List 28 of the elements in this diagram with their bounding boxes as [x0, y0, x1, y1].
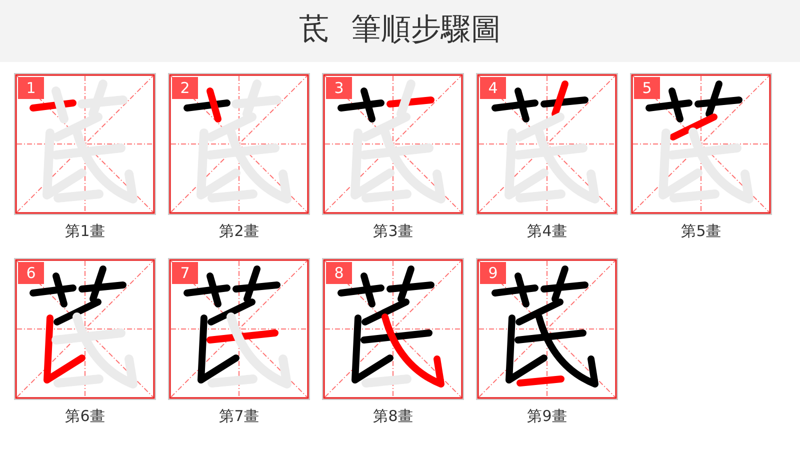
step-caption: 第7畫 — [219, 407, 259, 425]
stroke-panel — [14, 73, 156, 215]
step-caption: 第2畫 — [219, 222, 259, 240]
step-number: 4 — [480, 77, 506, 99]
step-caption: 第1畫 — [65, 222, 105, 240]
stroke-panel — [322, 73, 464, 215]
step-caption: 第5畫 — [681, 222, 721, 240]
step-number: 2 — [172, 77, 198, 99]
step-number: 8 — [326, 262, 352, 284]
stroke-panel — [168, 258, 310, 400]
step-caption: 第9畫 — [527, 407, 567, 425]
step-caption: 第8畫 — [373, 407, 413, 425]
step-number: 9 — [480, 262, 506, 284]
step-caption: 第3畫 — [373, 222, 413, 240]
stroke-panel — [630, 73, 772, 215]
stroke-panel — [168, 73, 310, 215]
step-number: 5 — [634, 77, 660, 99]
step-number: 1 — [18, 77, 44, 99]
stroke-panel — [476, 73, 618, 215]
page-title: 茋 筆順步驟圖 — [299, 12, 501, 47]
stroke-panel — [322, 258, 464, 400]
stroke-panel — [14, 258, 156, 400]
step-caption: 第4畫 — [527, 222, 567, 240]
step-number: 3 — [326, 77, 352, 99]
step-number: 7 — [172, 262, 198, 284]
stroke-panel — [476, 258, 618, 400]
step-number: 6 — [18, 262, 44, 284]
step-caption: 第6畫 — [65, 407, 105, 425]
